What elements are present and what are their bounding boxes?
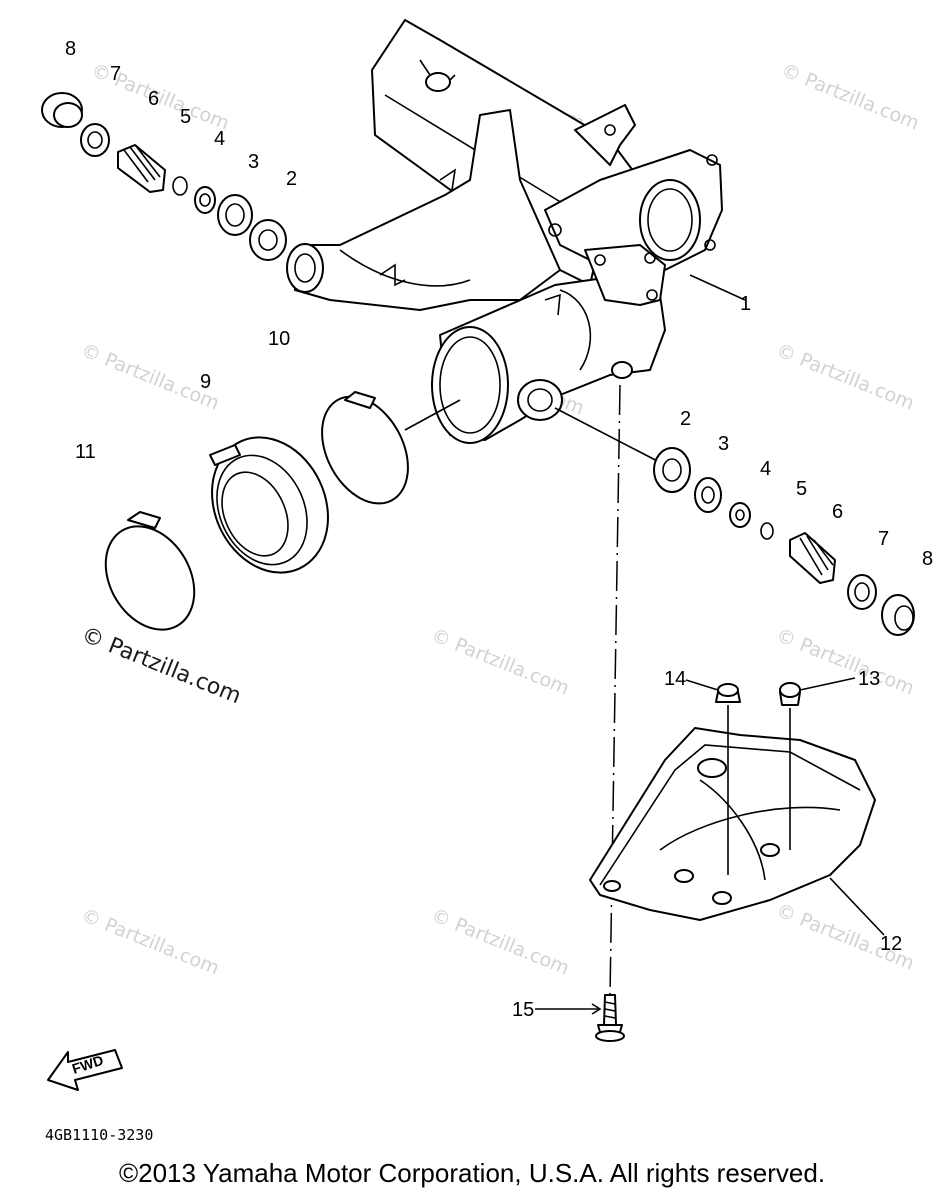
callout-3: 3 bbox=[718, 433, 729, 455]
callout-5: 5 bbox=[796, 478, 807, 500]
callout-8: 8 bbox=[922, 548, 933, 570]
callout-1: 1 bbox=[740, 293, 751, 315]
chain-guard bbox=[589, 682, 876, 1042]
callouts: 1 2 2 3 3 4 4 5 5 6 6 7 7 8 8 9 10 11 12… bbox=[65, 38, 933, 1021]
watermark: © Partzilla.com bbox=[78, 904, 222, 979]
callout-5: 5 bbox=[180, 106, 191, 128]
diagram-code: 4GB1110-3230 bbox=[45, 1126, 153, 1144]
watermark: © Partzilla.com bbox=[428, 624, 572, 699]
alignment-line bbox=[609, 384, 621, 996]
leader-lines bbox=[535, 274, 885, 1015]
callout-6: 6 bbox=[832, 501, 843, 523]
callout-7: 7 bbox=[878, 528, 889, 550]
watermark: © Partzilla.com bbox=[773, 339, 917, 414]
callout-6: 6 bbox=[148, 88, 159, 110]
callout-12: 12 bbox=[880, 933, 902, 955]
callout-8: 8 bbox=[65, 38, 76, 60]
watermark-prominent: © Partzilla.com bbox=[78, 622, 245, 709]
right-bearing-stack bbox=[554, 407, 915, 636]
callout-9: 9 bbox=[200, 371, 211, 393]
copyright-notice: ©2013 Yamaha Motor Corporation, U.S.A. A… bbox=[118, 1158, 826, 1188]
watermark: © Partzilla.com bbox=[778, 59, 922, 134]
watermark: © Partzilla.com bbox=[428, 904, 572, 979]
boot-and-clamps bbox=[104, 391, 461, 631]
callout-2: 2 bbox=[286, 168, 297, 190]
callout-13: 13 bbox=[858, 668, 880, 690]
fwd-arrow-icon: FWD bbox=[47, 1049, 123, 1091]
callout-7: 7 bbox=[110, 63, 121, 85]
callout-10: 10 bbox=[268, 328, 290, 350]
callout-4: 4 bbox=[760, 458, 771, 480]
callout-2: 2 bbox=[680, 408, 691, 430]
callout-11: 11 bbox=[75, 441, 96, 463]
left-bearing-stack bbox=[41, 92, 287, 261]
callout-3: 3 bbox=[248, 151, 259, 173]
callout-4: 4 bbox=[214, 128, 225, 150]
swingarm bbox=[286, 19, 723, 444]
callout-15: 15 bbox=[512, 999, 534, 1021]
callout-14: 14 bbox=[664, 668, 686, 690]
